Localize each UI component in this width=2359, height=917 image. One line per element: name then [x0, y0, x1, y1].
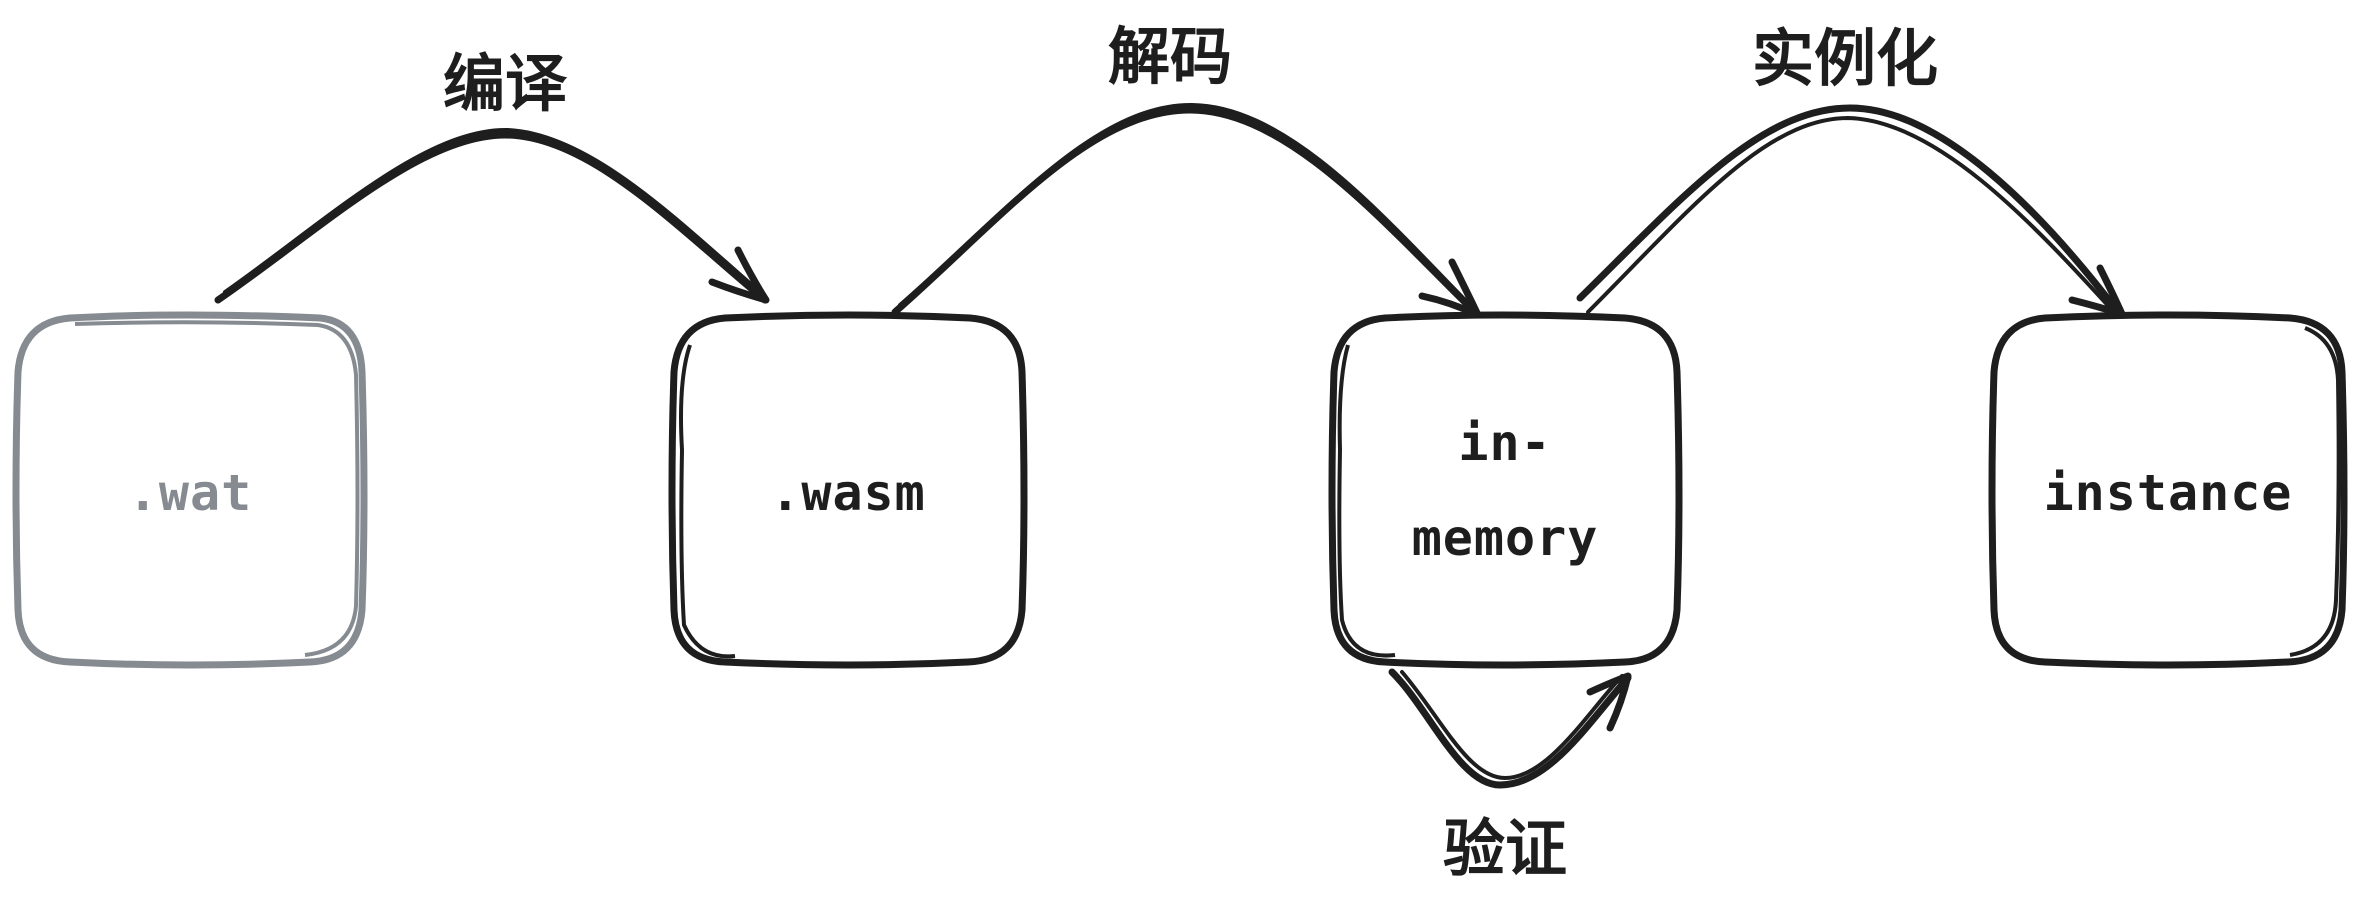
node-instance[interactable]: instance [1988, 311, 2348, 669]
edge-instantiate-label: 实例化 [1752, 22, 1938, 95]
edge-decode-line [891, 106, 1482, 319]
node-instance-box [1988, 311, 2348, 669]
node-instance-label: instance [2044, 464, 2293, 522]
node-in-memory-label-line2: memory [1412, 509, 1599, 567]
node-wasm[interactable]: .wasm [668, 311, 1028, 669]
node-in-memory-box [1328, 311, 1683, 669]
edge-instantiate-line [1576, 104, 2122, 316]
edge-compile-line-sketch [223, 127, 762, 294]
node-wasm-label: .wasm [770, 464, 926, 522]
edge-validate-label: 验证 [1443, 812, 1567, 885]
edge-decode-line-sketch [898, 102, 1472, 307]
node-wasm-box [668, 311, 1028, 669]
node-instance-box-sketch [2289, 326, 2341, 657]
node-in-memory[interactable]: in- memory [1328, 311, 1683, 669]
edge-validate-arrowhead [1586, 672, 1632, 732]
node-wat[interactable]: .wat [12, 311, 368, 669]
node-in-memory-label-line1: in- [1458, 414, 1551, 472]
edge-decode-label: 解码 [1108, 20, 1232, 93]
node-wat-box [12, 311, 368, 669]
edge-validate-line [1388, 668, 1632, 789]
edge-instantiate-line-sketch [1586, 115, 2114, 314]
edge-compile-line [214, 131, 769, 304]
edge-compile[interactable]: 编译 [214, 47, 770, 304]
edge-validate-line-sketch [1400, 670, 1624, 781]
node-wat-box-sketch [74, 320, 360, 657]
edge-decode[interactable]: 解码 [891, 20, 1482, 319]
node-wasm-box-sketch [679, 344, 736, 659]
edge-instantiate-arrowhead [2068, 264, 2126, 318]
edge-validate[interactable]: 验证 [1388, 668, 1632, 885]
edge-decode-arrowhead [1418, 258, 1482, 319]
edge-compile-label: 编译 [443, 47, 568, 120]
edge-instantiate[interactable]: 实例化 [1576, 22, 2126, 318]
node-wat-label: .wat [128, 464, 252, 522]
node-in-memory-box-sketch [1337, 344, 1396, 658]
edge-compile-arrowhead [708, 246, 770, 304]
